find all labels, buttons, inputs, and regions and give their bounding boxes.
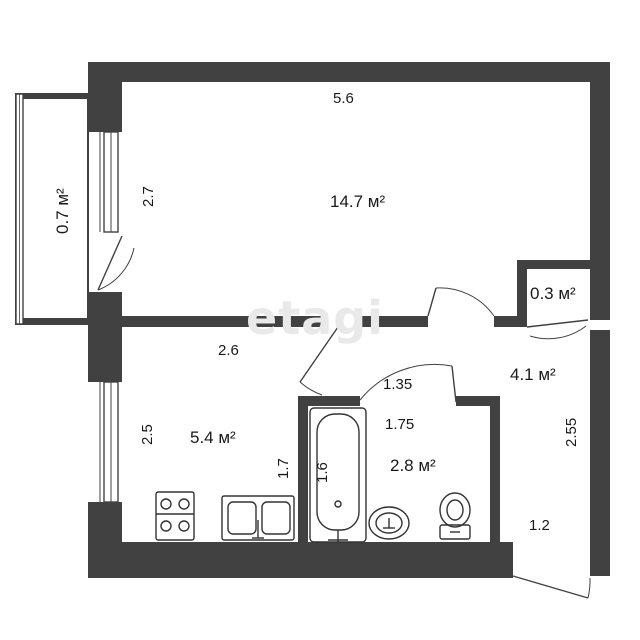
dimension-main-left: 2.7 xyxy=(140,186,157,207)
area-label-bathroom: 2.8 м² xyxy=(390,456,436,475)
balcony xyxy=(15,93,89,325)
dimension-kitchen-inner: 1.7 xyxy=(275,458,292,479)
dimension-kitchen-left: 2.5 xyxy=(139,424,156,445)
dimension-kitchen-top: 2.6 xyxy=(218,342,239,359)
wall-bottom xyxy=(88,542,513,578)
door-closet xyxy=(526,319,589,340)
wall-left-top xyxy=(88,62,122,132)
wall-bath-top xyxy=(298,396,360,406)
wall-partition-hall xyxy=(494,316,526,327)
wall-bottom-jamb xyxy=(493,542,513,578)
dimension-bath-top: 1.35 xyxy=(383,376,412,393)
dimension-bath-inner-top: 1.75 xyxy=(385,416,414,433)
wall-right-lower xyxy=(590,330,610,576)
wall-closet-left xyxy=(517,260,527,327)
door-main-room xyxy=(427,287,495,317)
wall-bath-top-right xyxy=(456,396,500,406)
toilet-icon xyxy=(439,492,471,540)
door-bathroom xyxy=(359,363,457,403)
window-kitchen xyxy=(99,381,119,503)
wall-bath-left xyxy=(298,396,308,546)
wall-partition-main xyxy=(122,316,322,327)
window-main xyxy=(99,131,119,233)
dimension-hall-bottom: 1.2 xyxy=(529,517,550,534)
dimension-bath-left: 1.6 xyxy=(314,462,331,483)
dimension-hall-right: 2.55 xyxy=(563,418,580,447)
bathtub-icon xyxy=(309,407,367,543)
wall-closet-top xyxy=(517,260,590,269)
wall-left-mid xyxy=(88,292,122,382)
sink-double-icon xyxy=(221,495,295,541)
door-kitchen xyxy=(299,326,339,396)
wall-partition-main-right xyxy=(362,316,428,327)
area-label-main-room: 14.7 м² xyxy=(330,192,385,211)
wall-top xyxy=(88,62,610,82)
washbasin-icon xyxy=(368,506,410,540)
wall-bath-right xyxy=(490,396,500,546)
wall-right xyxy=(590,62,610,320)
watermark: etagi xyxy=(246,291,384,345)
area-label-hallway: 4.1 м² xyxy=(510,365,556,384)
door-balcony xyxy=(97,235,135,291)
stove-icon xyxy=(155,491,195,541)
walls xyxy=(88,62,610,578)
area-label-closet: 0.3 м² xyxy=(530,284,576,303)
door-entrance xyxy=(512,575,591,599)
dimension-main-top: 5.6 xyxy=(333,90,354,107)
area-label-kitchen: 5.4 м² xyxy=(190,428,236,447)
area-label-balcony: 0.7 м² xyxy=(53,188,72,234)
